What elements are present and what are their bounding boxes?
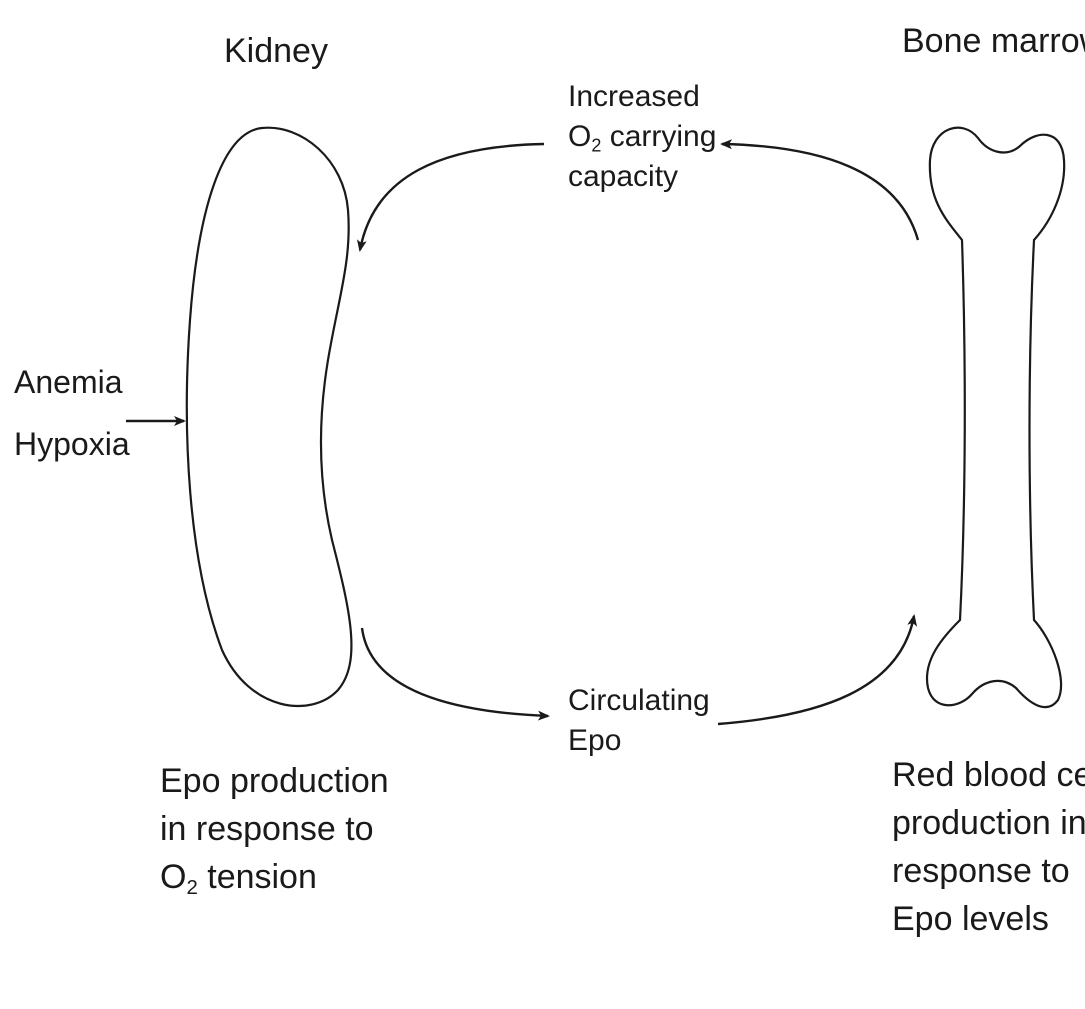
capacity-to-kidney-arrow <box>360 144 544 250</box>
kidney-to-epo-arrow <box>362 628 548 716</box>
rbc-production-line1: Red blood cell <box>892 758 1085 792</box>
circulating-epo-line1: Circulating <box>568 686 710 716</box>
rbc-production-line4: Epo levels <box>892 902 1085 936</box>
increased-capacity-line3: capacity <box>568 162 716 192</box>
hypoxia-text: Hypoxia <box>14 428 130 460</box>
anemia-text: Anemia <box>14 366 130 398</box>
increased-capacity-line1: Increased <box>568 82 716 112</box>
kidney-label: Kidney <box>224 34 328 68</box>
epo-to-bone-arrow <box>718 616 914 724</box>
bone-to-capacity-arrow <box>722 144 918 240</box>
rbc-production-label: Red blood cell production in response to… <box>892 758 1085 950</box>
epo-production-line3: O2 tension <box>160 860 389 894</box>
epo-production-label: Epo production in response to O2 tension <box>160 764 389 908</box>
kidney-shape <box>187 128 352 706</box>
rbc-production-line3: response to <box>892 854 1085 888</box>
kidney-label-text: Kidney <box>224 34 328 68</box>
bone-marrow-label: Bone marrow <box>902 24 1085 58</box>
epo-production-line1: Epo production <box>160 764 389 798</box>
increased-capacity-label: Increased O2 carrying capacity <box>568 82 716 202</box>
rbc-production-line2: production in <box>892 806 1085 840</box>
epo-production-line2: in response to <box>160 812 389 846</box>
anemia-hypoxia-label: Anemia Hypoxia <box>14 366 130 470</box>
increased-capacity-line2: O2 carrying <box>568 122 716 152</box>
circulating-epo-line2: Epo <box>568 726 710 756</box>
bone-marrow-label-text: Bone marrow <box>902 24 1085 58</box>
bone-shape <box>927 128 1064 707</box>
circulating-epo-label: Circulating Epo <box>568 686 710 766</box>
